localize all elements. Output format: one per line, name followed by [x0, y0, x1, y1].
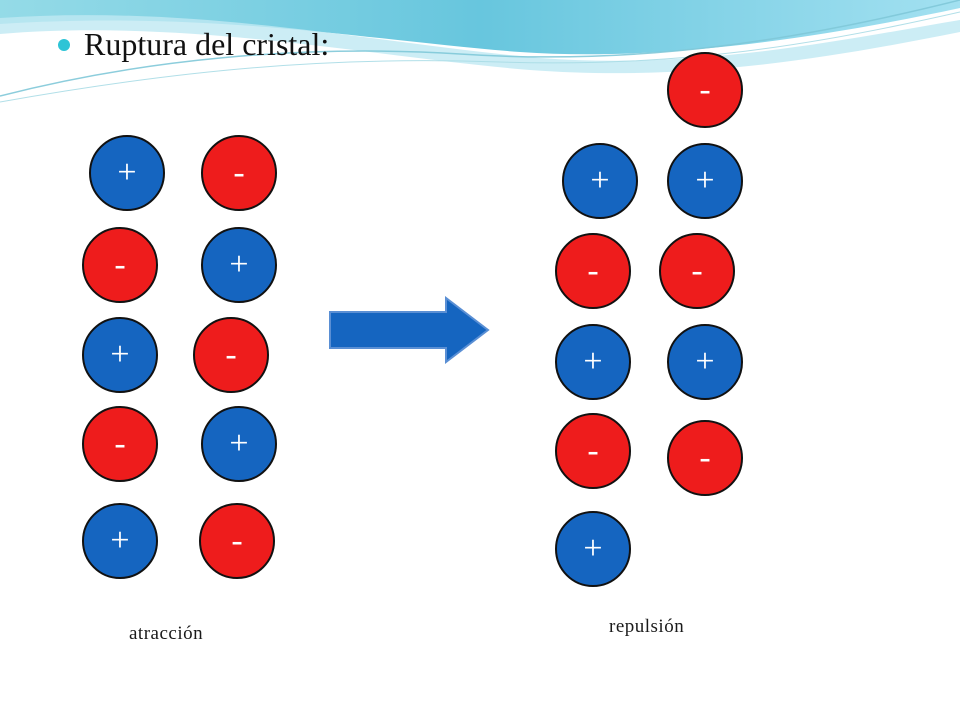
ion-charge: -: [114, 425, 126, 462]
ion-left-8: +: [201, 406, 277, 482]
ion-charge: -: [231, 522, 243, 559]
ion-left-4: +: [201, 227, 277, 303]
ion-right-3: +: [667, 143, 743, 219]
ion-right-7: +: [667, 324, 743, 400]
ion-left-9: +: [82, 503, 158, 579]
ion-right-10: +: [555, 511, 631, 587]
ion-charge: -: [225, 336, 237, 373]
ion-left-10: -: [199, 503, 275, 579]
ion-right-1: -: [667, 52, 743, 128]
ion-charge: -: [699, 71, 711, 108]
ion-charge: -: [699, 439, 711, 476]
ion-charge: -: [233, 154, 245, 191]
ion-charge: -: [587, 252, 599, 289]
ion-charge: -: [691, 252, 703, 289]
ion-left-1: +: [89, 135, 165, 211]
ion-charge: +: [229, 425, 249, 462]
ion-left-5: +: [82, 317, 158, 393]
ion-charge: -: [587, 432, 599, 469]
ion-charge: +: [695, 162, 715, 199]
bullet-icon: [58, 39, 70, 51]
ion-charge: +: [110, 336, 130, 373]
ion-charge: +: [229, 246, 249, 283]
ion-right-5: -: [659, 233, 735, 309]
ion-right-9: -: [667, 420, 743, 496]
ion-charge: +: [583, 530, 603, 567]
ion-right-8: -: [555, 413, 631, 489]
ion-charge: +: [695, 343, 715, 380]
ion-left-2: -: [201, 135, 277, 211]
caption-attraction: atracción: [129, 623, 204, 644]
ion-right-4: -: [555, 233, 631, 309]
ion-left-7: -: [82, 406, 158, 482]
ion-right-2: +: [562, 143, 638, 219]
caption-repulsion: repulsión: [609, 616, 685, 637]
ion-charge: -: [114, 246, 126, 283]
ion-charge: +: [590, 162, 610, 199]
ion-charge: +: [583, 343, 603, 380]
right-arrow-icon: [329, 296, 490, 364]
ion-right-6: +: [555, 324, 631, 400]
ion-left-3: -: [82, 227, 158, 303]
title-row: Ruptura del cristal:: [58, 28, 329, 60]
ion-charge: +: [117, 154, 137, 191]
ion-left-6: -: [193, 317, 269, 393]
ion-charge: +: [110, 522, 130, 559]
slide-title: Ruptura del cristal:: [84, 26, 330, 62]
